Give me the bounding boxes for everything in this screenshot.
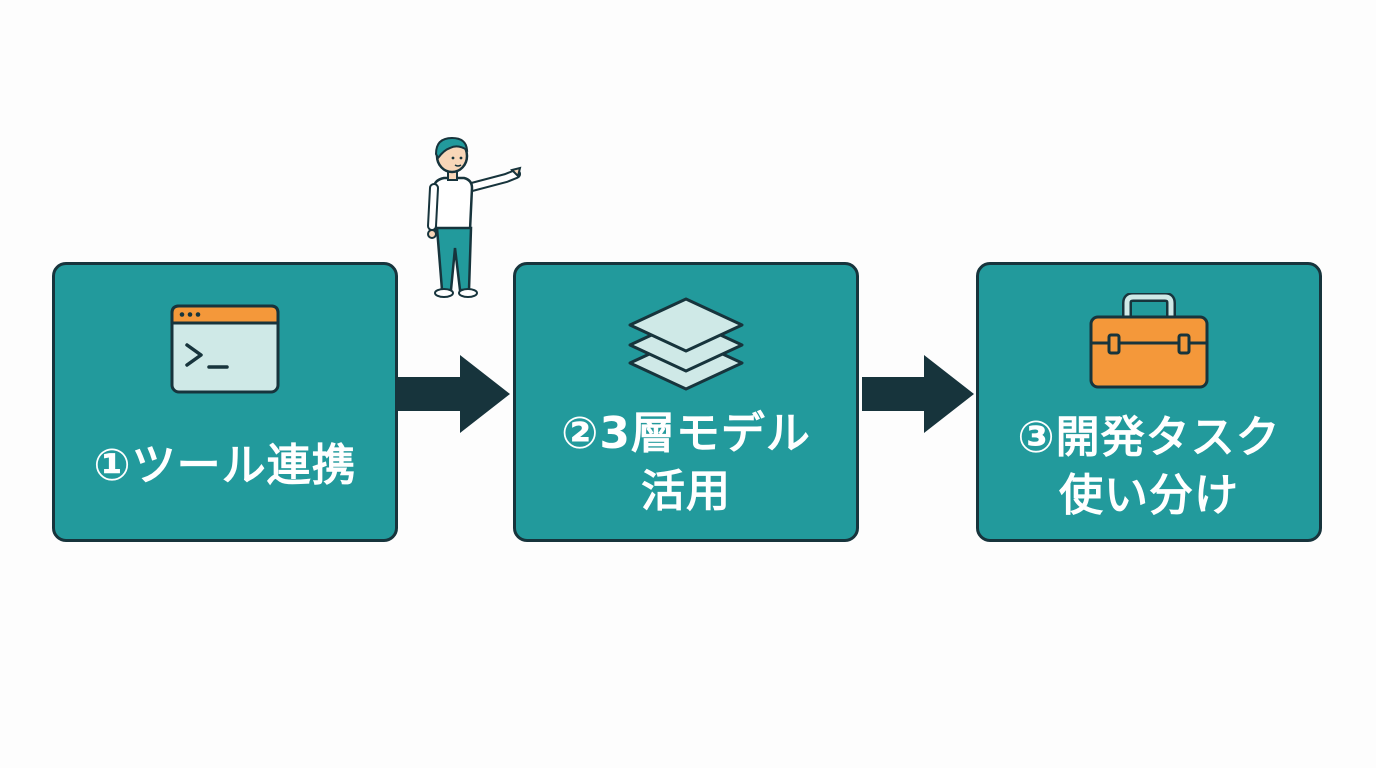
- step-label: ②3層モデル 活用: [561, 408, 811, 517]
- right-arrow-icon: [398, 355, 510, 433]
- layers-icon: [628, 297, 744, 391]
- right-arrow-icon: [862, 355, 974, 433]
- step-box-tool-integration: ①ツール連携: [52, 262, 398, 542]
- pointing-person-icon: [427, 136, 522, 298]
- step-box-dev-task-usage: ③開発タスク 使い分け: [976, 262, 1322, 542]
- step-label: ①ツール連携: [93, 440, 357, 491]
- toolbox-icon: [1089, 293, 1209, 389]
- step-label: ③開発タスク 使い分け: [1017, 412, 1281, 521]
- step-box-three-layer-model: ②3層モデル 活用: [513, 262, 859, 542]
- terminal-window-icon: [170, 304, 280, 394]
